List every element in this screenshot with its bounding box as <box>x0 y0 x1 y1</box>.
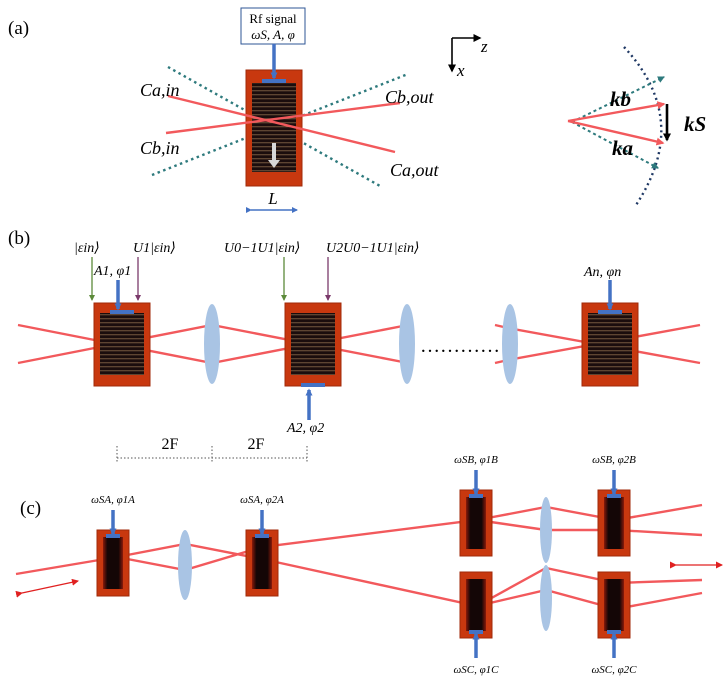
transducer-a <box>262 79 286 83</box>
rf-signal-line2: ωS, A, φ <box>251 27 295 42</box>
polarization-arrow-left <box>15 578 79 598</box>
wavevector-diagram: kb ka kS <box>567 46 706 206</box>
lens-b2 <box>399 304 415 384</box>
panel-b: (b) ………… <box>8 228 701 462</box>
axes-indicator: z x <box>448 34 488 80</box>
lens-c3 <box>540 565 552 631</box>
label-c-a-in: Ca,in <box>140 80 180 100</box>
ket-in-label: |εin⟩ <box>74 241 100 256</box>
panel-c-label: (c) <box>20 498 41 519</box>
aod-crystal-b1 <box>93 302 151 387</box>
beam-a-in-out <box>167 94 396 154</box>
acoustic-arrowhead-a <box>268 160 280 168</box>
panel-a-label: (a) <box>8 18 29 39</box>
axis-z-label: z <box>480 37 488 56</box>
label-a2: ωSA, φ2A <box>240 494 284 506</box>
aod-crystal-c2 <box>597 571 631 639</box>
label-a1: ωSA, φ1A <box>91 494 135 506</box>
lens-b1 <box>204 304 220 384</box>
ampn-label: An, φn <box>583 265 621 280</box>
label-c-b-in: Cb,in <box>140 138 180 158</box>
amp2-label: A2, φ2 <box>286 421 324 436</box>
label-b1: ωSB, φ1B <box>454 454 498 466</box>
panel-c: (c) <box>15 454 723 676</box>
u2-u0inv-u1-label: U2U0−1U1|εin⟩ <box>326 241 420 256</box>
rf-signal-box <box>240 7 306 45</box>
beam-b-in-out <box>165 101 401 135</box>
k-a-label: ka <box>612 136 633 160</box>
aod-crystal-c1 <box>459 571 493 639</box>
k-b-vector <box>567 101 666 123</box>
u1-ket-label: U1|εin⟩ <box>133 241 176 256</box>
panel-a: (a) Rf signal ωS, A, φ Ca,in Cb,in Cb,ou… <box>8 7 706 213</box>
two-f-markers <box>116 446 308 462</box>
label-c-b-out: Cb,out <box>385 87 435 107</box>
aod-crystal-a2 <box>245 529 279 597</box>
two-f-label-1: 2F <box>162 436 179 453</box>
aod-crystal-a1 <box>96 529 130 597</box>
label-b2: ωSB, φ2B <box>592 454 636 466</box>
k-b-label: kb <box>610 87 631 111</box>
aod-crystal-b1 <box>459 489 493 557</box>
axis-x-label: x <box>456 61 465 80</box>
panel-b-label: (b) <box>8 228 30 249</box>
amp1-label: A1, φ1 <box>93 264 131 279</box>
length-label: L <box>267 189 277 208</box>
aod-crystal-b2 <box>284 302 342 387</box>
k-b-dotted <box>571 76 665 123</box>
lens-c2 <box>540 497 552 563</box>
aod-crystal-b2 <box>597 489 631 557</box>
k-s-label: kS <box>684 112 706 136</box>
lens-c1 <box>178 530 192 600</box>
two-f-label-2: 2F <box>248 436 265 453</box>
k-a-vector <box>567 119 665 146</box>
lens-b3 <box>502 304 518 384</box>
u0inv-u1-label: U0−1U1|εin⟩ <box>224 241 300 256</box>
label-c-a-out: Ca,out <box>390 160 440 180</box>
label-c2: ωSC, φ2C <box>591 664 637 676</box>
ewald-arc <box>623 46 663 206</box>
label-c1: ωSC, φ1C <box>453 664 499 676</box>
aod-crystal-bn <box>581 302 639 387</box>
rf-signal-line1: Rf signal <box>249 11 297 26</box>
dots: ………… <box>420 335 500 357</box>
dotted-beam-b-in-out <box>151 72 409 177</box>
k-a-dotted <box>571 121 659 169</box>
